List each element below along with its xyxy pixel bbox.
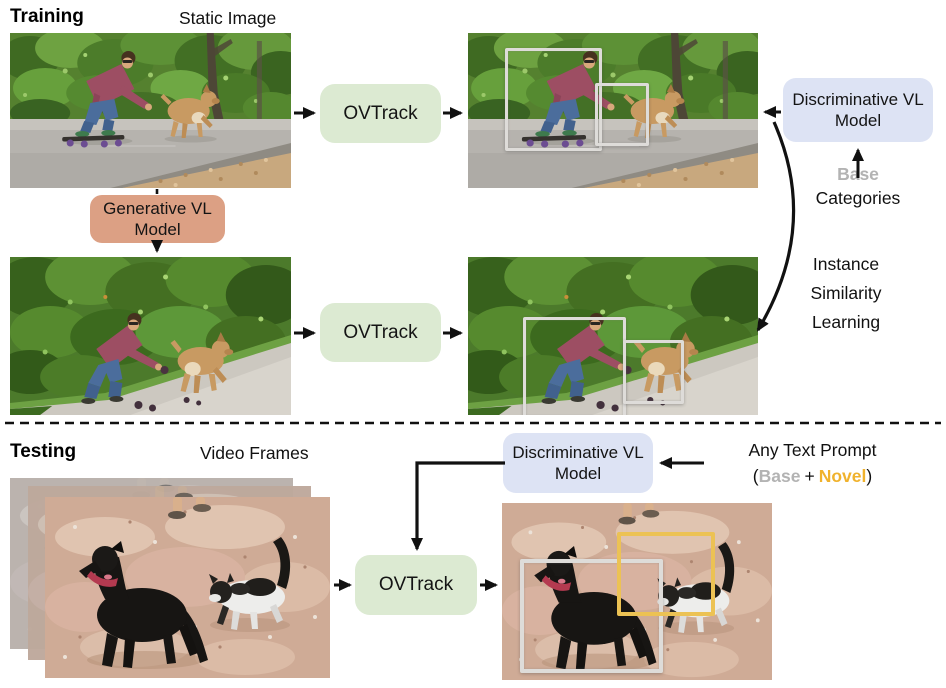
generated-skater-dog-scene xyxy=(10,257,291,415)
tracked-output-photo-testing xyxy=(502,503,772,680)
video-frames-label: Video Frames xyxy=(200,443,309,463)
tracked-output-photo-top xyxy=(468,33,758,188)
ovtrack-box-training-bottom: OVTrack xyxy=(320,303,441,362)
dog-bbox xyxy=(520,559,663,673)
prompt-plus: + xyxy=(804,466,815,486)
instance-similarity-learning-label: Instance Similarity Learning xyxy=(780,250,912,337)
dog-cat-scene xyxy=(45,497,330,678)
cat-bbox-novel xyxy=(617,532,715,616)
training-section-label: Training xyxy=(10,6,84,27)
prompt-base-word: Base xyxy=(758,466,801,486)
isl-line-2: Similarity xyxy=(810,283,882,303)
prompt-line-1: Any Text Prompt xyxy=(748,440,877,460)
generated-image-photo xyxy=(10,257,291,415)
elbow-discriminative-to-ovtrack-testing xyxy=(411,461,505,551)
dog-bbox xyxy=(623,340,684,404)
base-word: Base xyxy=(837,164,879,184)
static-image-photo xyxy=(10,33,291,188)
prompt-novel-word: Novel xyxy=(818,466,867,486)
ovtrack-box-testing: OVTrack xyxy=(355,555,477,615)
any-text-prompt-label: Any Text Prompt (Base+Novel) xyxy=(705,437,920,489)
video-frame-front xyxy=(45,497,330,678)
close-paren: ) xyxy=(866,466,873,486)
static-image-label: Static Image xyxy=(179,8,277,28)
discriminative-vl-model-box-testing: Discriminative VL Model xyxy=(503,433,653,493)
prompt-line-2: (Base+Novel) xyxy=(705,463,920,489)
testing-section-label: Testing xyxy=(10,441,77,462)
discriminative-vl-model-box-training: Discriminative VL Model xyxy=(783,78,933,142)
open-paren: ( xyxy=(752,466,759,486)
dog-bbox xyxy=(595,83,649,146)
categories-word: Categories xyxy=(815,188,901,208)
isl-line-1: Instance xyxy=(812,254,880,274)
skater-dog-scene xyxy=(10,33,291,188)
base-categories-label: Base Categories xyxy=(782,162,934,210)
person-bbox xyxy=(505,48,602,151)
isl-line-3: Learning xyxy=(811,312,881,332)
generative-vl-model-box: Generative VL Model xyxy=(90,195,225,243)
ovtrack-box-training-top: OVTrack xyxy=(320,84,441,143)
person-bbox xyxy=(523,317,626,415)
tracked-output-photo-bottom xyxy=(468,257,758,415)
